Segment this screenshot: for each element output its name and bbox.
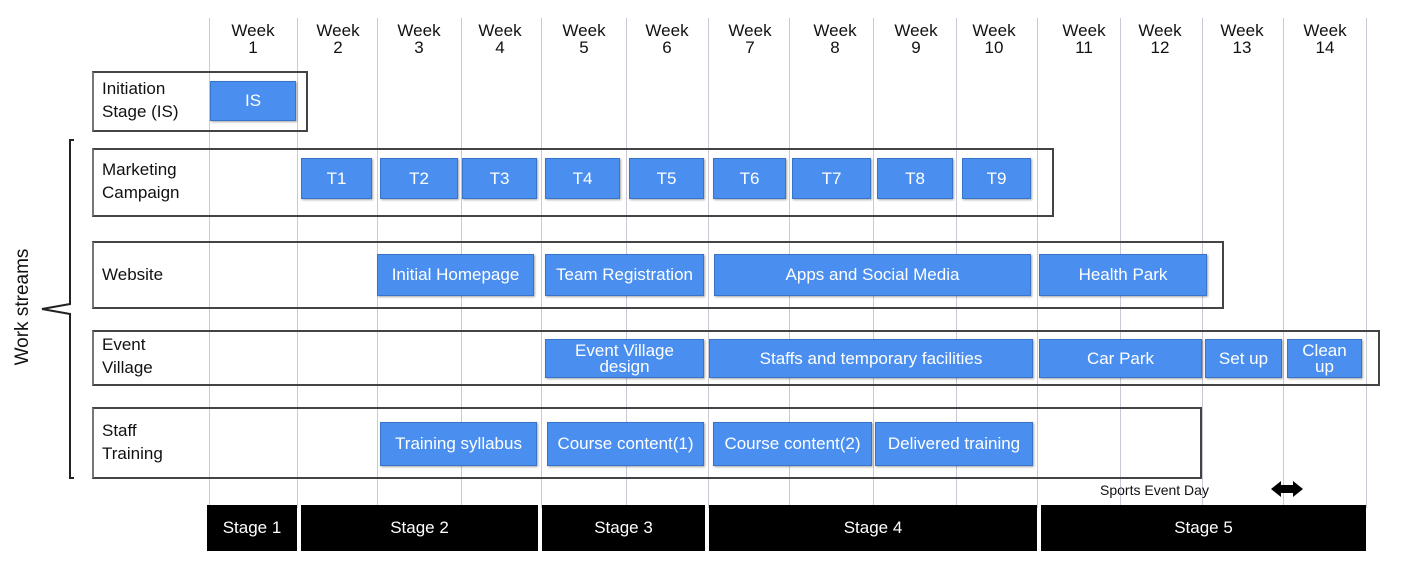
task-label-line: design bbox=[599, 356, 650, 376]
grid-line bbox=[1366, 18, 1367, 508]
task-training-syllabus: Training syllabus bbox=[380, 422, 537, 466]
stage-4: Stage 4 bbox=[709, 505, 1037, 551]
row-frame-marketing bbox=[92, 148, 1054, 217]
row-frame-staff-training bbox=[92, 407, 1202, 479]
task-course-content-1: Course content(1) bbox=[547, 422, 704, 466]
task-apps-social-media: Apps and Social Media bbox=[714, 254, 1031, 296]
row-frame-website bbox=[92, 241, 1224, 309]
task-initial-homepage: Initial Homepage bbox=[377, 254, 534, 296]
task-label-line: up bbox=[1315, 356, 1334, 376]
row-frame-event-village bbox=[92, 330, 1380, 386]
task-label-line: Event Village bbox=[575, 340, 674, 360]
task-label-line: Clean bbox=[1302, 340, 1347, 360]
task-t9: T9 bbox=[962, 158, 1031, 199]
grid-line bbox=[297, 18, 298, 508]
task-course-content-2: Course content(2) bbox=[713, 422, 872, 466]
task-clean-up: Clean up bbox=[1287, 339, 1362, 378]
row-label-website: Website bbox=[102, 265, 164, 284]
stage-5: Stage 5 bbox=[1041, 505, 1366, 551]
grid-line bbox=[541, 18, 542, 508]
task-t1: T1 bbox=[301, 158, 372, 199]
task-t2: T2 bbox=[380, 158, 458, 199]
row-frame-initiation bbox=[92, 71, 308, 132]
grid-line bbox=[708, 18, 709, 508]
task-t3: T3 bbox=[462, 158, 537, 199]
task-is: IS bbox=[210, 81, 296, 121]
grid-line bbox=[209, 18, 210, 508]
task-set-up: Set up bbox=[1205, 339, 1282, 378]
task-delivered-training: Delivered training bbox=[875, 422, 1033, 466]
grid-line bbox=[1283, 18, 1284, 508]
grid-line bbox=[1037, 18, 1038, 508]
stage-2: Stage 2 bbox=[301, 505, 538, 551]
task-t6: T6 bbox=[713, 158, 786, 199]
brace-icon bbox=[41, 139, 74, 479]
work-streams-label: Work streams bbox=[12, 248, 33, 366]
event-day-marker-icon bbox=[1271, 481, 1303, 497]
stage-1: Stage 1 bbox=[207, 505, 297, 551]
task-t8: T8 bbox=[877, 158, 953, 199]
task-health-park: Health Park bbox=[1039, 254, 1207, 296]
stage-3: Stage 3 bbox=[542, 505, 705, 551]
task-t4: T4 bbox=[545, 158, 620, 199]
task-team-registration: Team Registration bbox=[545, 254, 704, 296]
task-t5: T5 bbox=[629, 158, 704, 199]
task-t7: T7 bbox=[792, 158, 871, 199]
task-staffs-facilities: Staffs and temporary facilities bbox=[709, 339, 1033, 378]
sports-event-day-label: Sports Event Day bbox=[1100, 482, 1209, 498]
task-car-park: Car Park bbox=[1039, 339, 1202, 378]
task-event-village-design: Event Village design bbox=[545, 339, 704, 378]
